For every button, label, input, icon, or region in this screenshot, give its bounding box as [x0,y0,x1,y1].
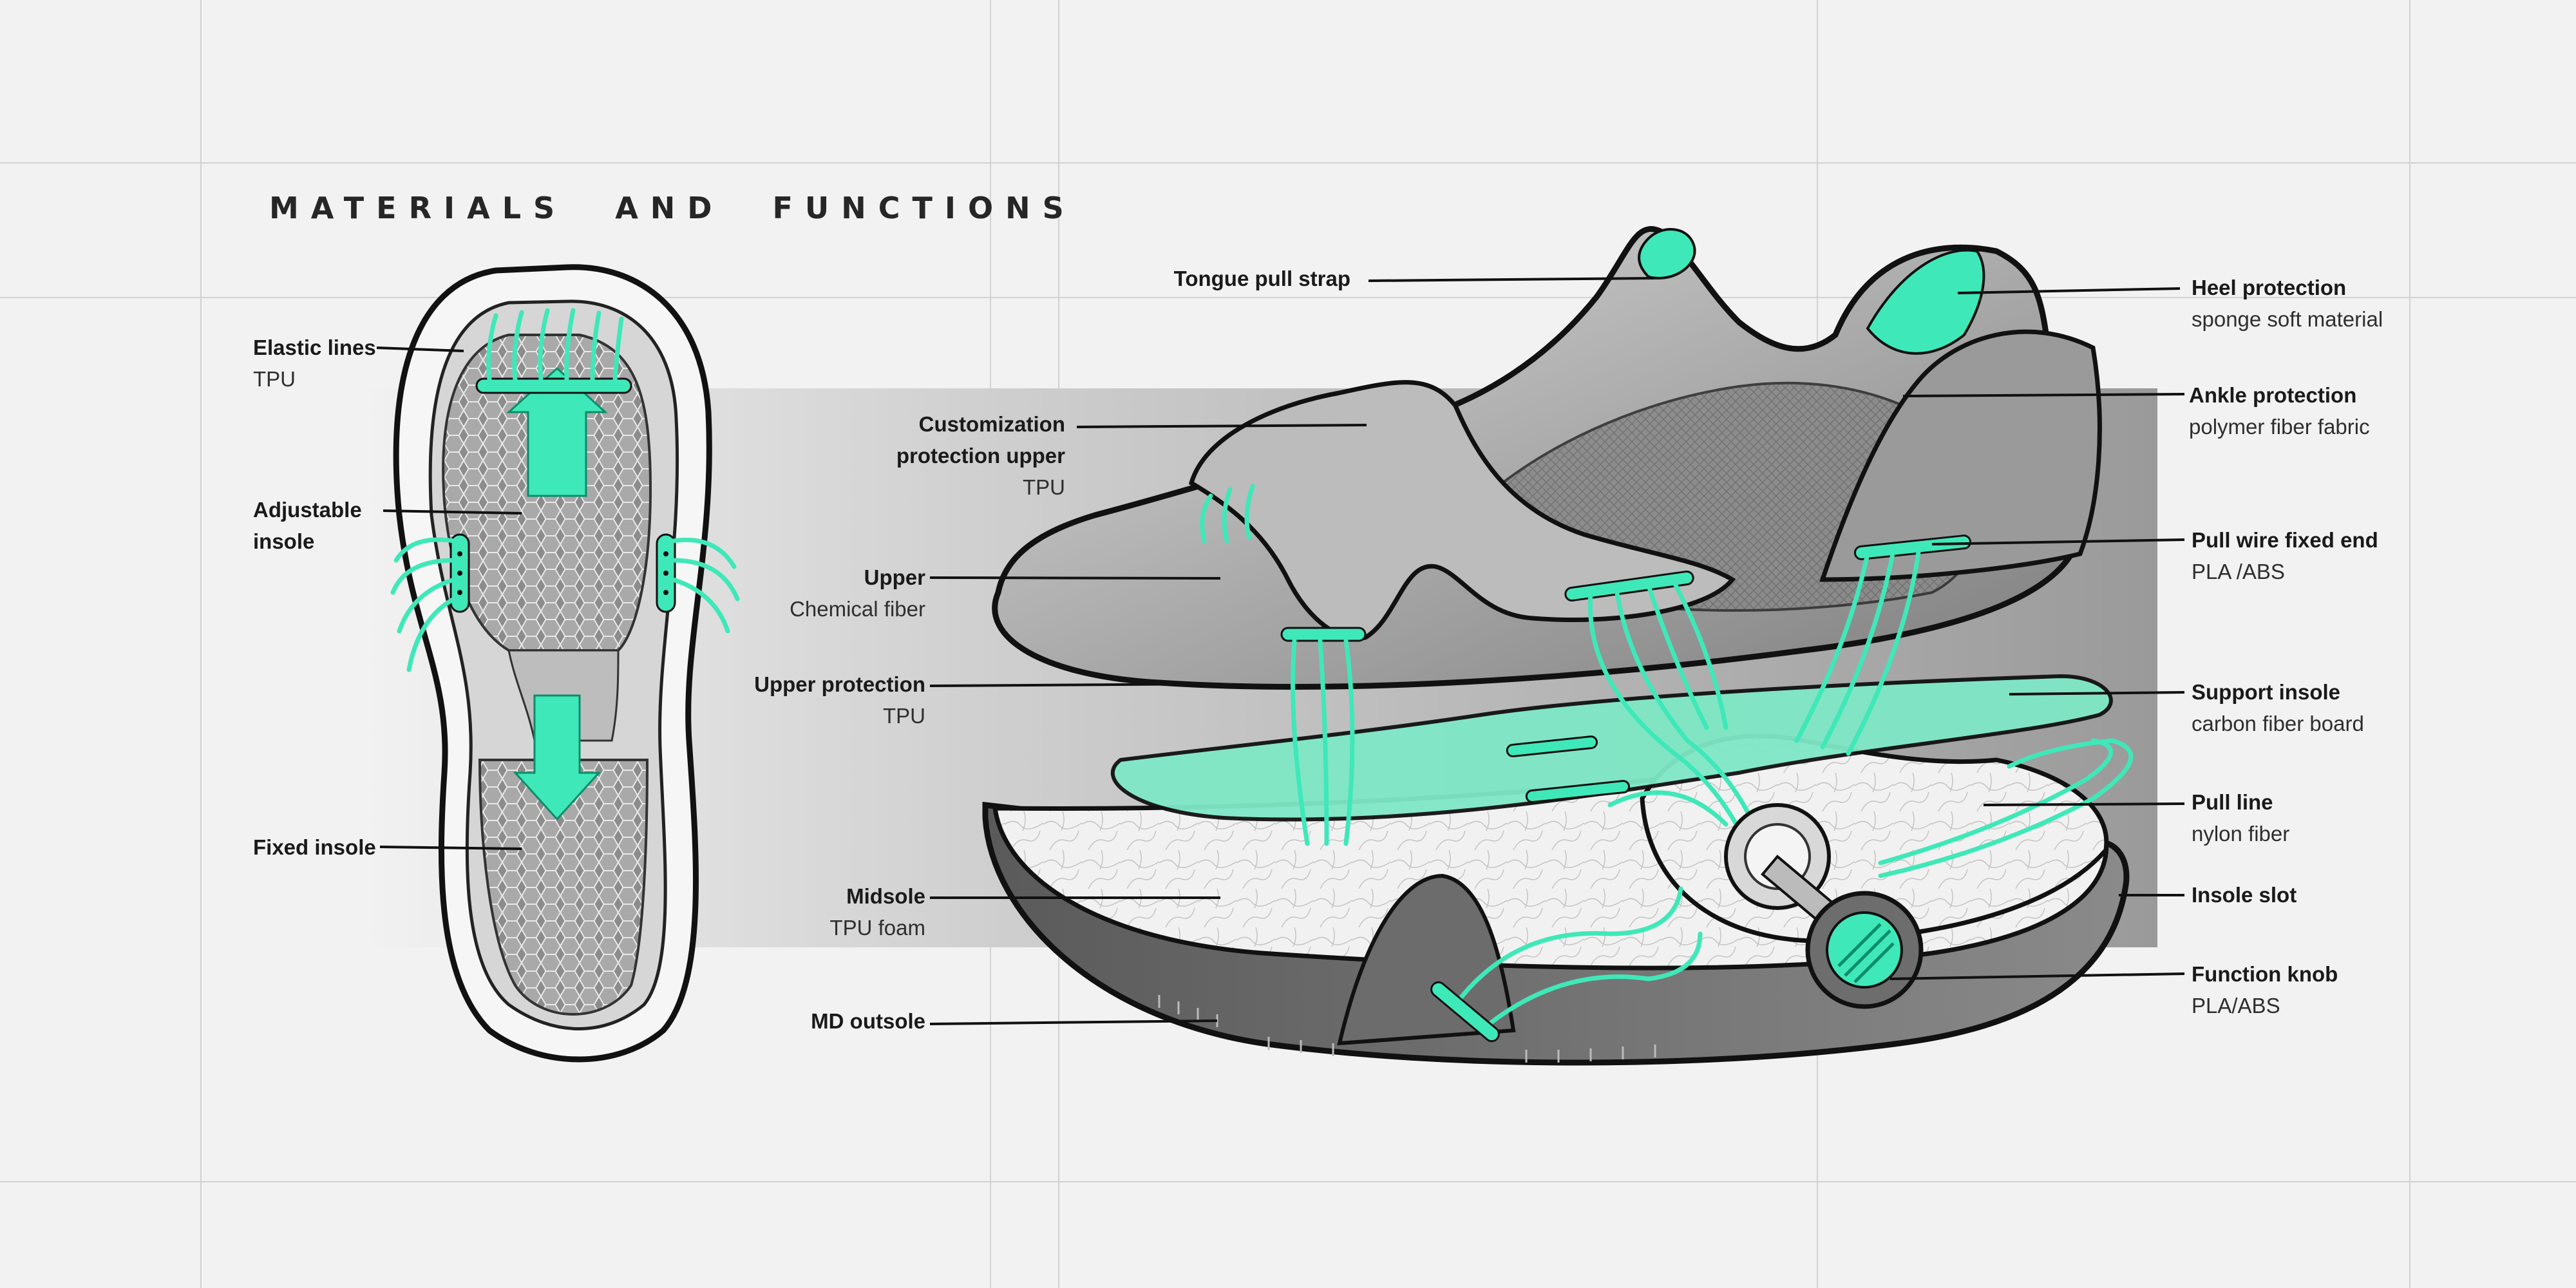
callout-material: nylon fiber [2192,822,2290,846]
callout-material: sponge soft material [2192,307,2383,331]
callout-name: Elastic lines [253,336,376,359]
callout-function-knob: Function knob PLA/ABS [2192,958,2338,1021]
callout-fixed-insole: Fixed insole [253,831,376,863]
callout-name: Customization protection upper [896,412,1065,468]
callout-name: Pull wire fixed end [2192,528,2378,552]
callout-pull-line: Pull line nylon fiber [2192,786,2289,849]
callout-material: PLA/ABS [2192,994,2280,1018]
callout-midsole: Midsole TPU foam [829,880,925,943]
callout-material: TPU [883,704,925,728]
callout-material: TPU [1023,475,1065,499]
callout-upper: Upper Chemical fiber [790,562,925,625]
callout-name: Midsole [846,884,925,908]
callout-name: Adjustable insole [253,498,362,553]
callout-material: Chemical fiber [790,597,925,621]
insole-top-view [390,264,740,1063]
callout-name: Insole slot [2192,883,2297,907]
callout-name: Pull line [2192,790,2273,814]
callout-elastic-lines: Elastic lines TPU [253,332,376,395]
knob-assembly [1724,803,1924,1009]
callout-name: Upper protection [754,672,925,696]
callout-support-insole: Support insole carbon fiber board [2192,676,2364,739]
support-insole-shape [1111,674,2113,822]
callout-material: carbon fiber board [2192,712,2364,735]
callout-material: polymer fiber fabric [2189,415,2370,439]
callout-md-outsole: MD outsole [811,1005,925,1037]
callout-name: Heel protection [2192,276,2347,299]
callout-name: Support insole [2192,680,2340,704]
callout-tongue-pull-strap: Tongue pull strap [1174,263,1350,294]
leader-lines [376,277,2185,1025]
callout-material: TPU [253,367,296,391]
callout-upper-protection: Upper protection TPU [754,668,925,732]
callout-name: Ankle protection [2189,383,2357,407]
callout-pull-wire-fixed-end: Pull wire fixed end PLA /ABS [2192,524,2378,587]
callout-name: Upper [864,565,925,589]
callout-heel-protection: Heel protection sponge soft material [2192,272,2383,335]
callout-adjustable-insole: Adjustable insole [253,494,369,557]
shoe-exploded-view [982,226,2134,1066]
callout-material: TPU foam [829,916,925,940]
callout-name: Tongue pull strap [1173,267,1350,290]
callout-customization-upper: Customization protection upper TPU [872,408,1065,503]
callout-name: Fixed insole [253,835,376,859]
callout-name: Function knob [2192,962,2338,986]
page-title: MATERIALS AND FUNCTIONS [269,191,1076,225]
callout-insole-slot: Insole slot [2192,879,2297,911]
callout-name: MD outsole [811,1009,925,1033]
callout-material: PLA /ABS [2192,560,2285,583]
callout-ankle-protection: Ankle protection polymer fiber fabric [2189,379,2370,442]
